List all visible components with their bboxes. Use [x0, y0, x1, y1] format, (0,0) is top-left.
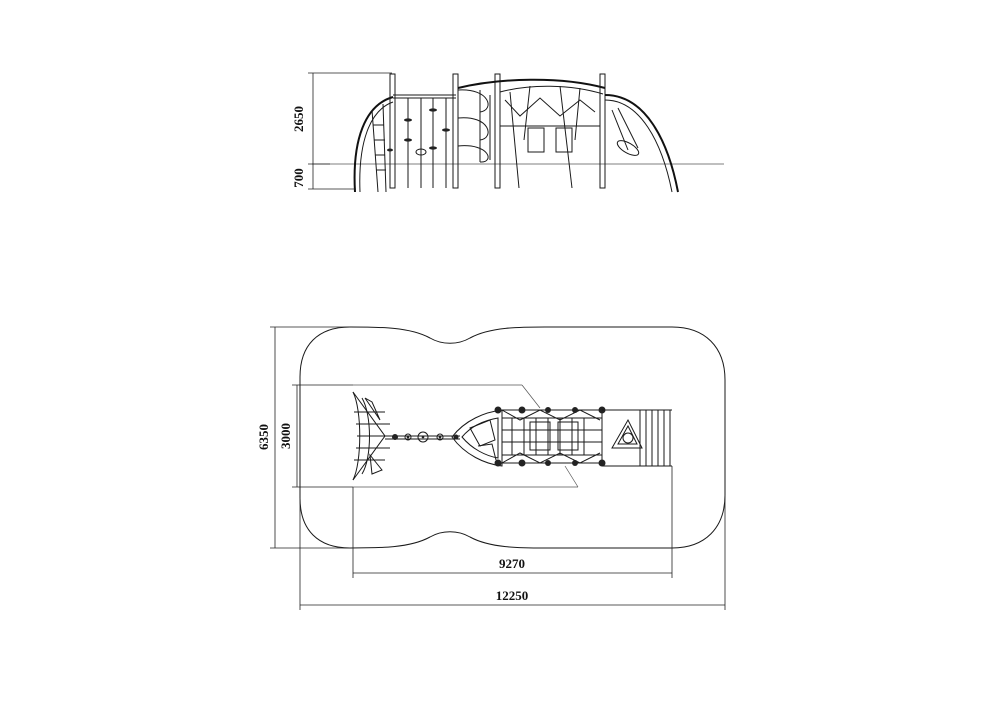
- dim-height-lower: 700: [291, 164, 356, 190]
- dim-depth-structure: 3000: [278, 384, 353, 488]
- dim-length-total: 12250: [299, 495, 726, 610]
- horizontal-ladder: [602, 409, 672, 467]
- net-bridge: [501, 406, 606, 467]
- spiral-slide: [457, 89, 491, 163]
- dim-height-upper-label: 2650: [291, 106, 306, 132]
- post-4: [599, 73, 606, 189]
- dim-depth-structure-label: 3000: [278, 423, 293, 449]
- left-ladder: [371, 103, 387, 193]
- dim-length-structure-label: 9270: [499, 556, 525, 571]
- dim-length-structure: 9270: [352, 466, 673, 578]
- side-elevation-view: [312, 73, 724, 193]
- arched-bridge: [457, 78, 606, 189]
- plan-view: [299, 326, 726, 549]
- triangle-net: [602, 409, 643, 467]
- post-2: [452, 73, 459, 189]
- post-3: [494, 73, 501, 189]
- rope-beam: [385, 431, 460, 443]
- dim-height-lower-label: 700: [291, 168, 306, 188]
- nest-swing: [616, 140, 640, 156]
- hanging-ropes: [387, 98, 450, 188]
- left-arch: [353, 96, 394, 193]
- dim-depth-total-label: 6350: [256, 424, 271, 450]
- right-arch: [604, 94, 679, 193]
- dim-depth-total: 6350: [256, 326, 350, 549]
- dim-length-total-label: 12250: [496, 588, 529, 603]
- post-1: [389, 73, 396, 189]
- dim-height-upper: 2650: [291, 72, 392, 165]
